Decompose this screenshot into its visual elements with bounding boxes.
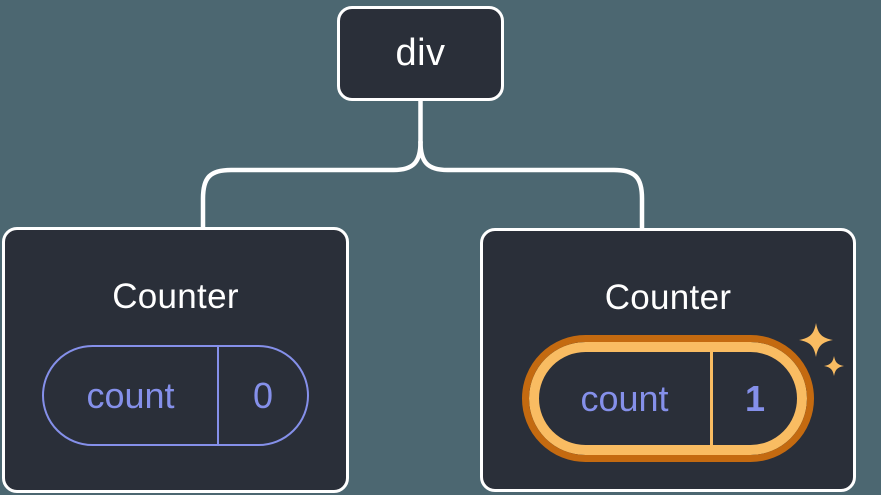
connector-branch-left [200, 139, 423, 231]
tree-node-counter-1: Counter count 0 [2, 227, 349, 493]
tree-node-counter-2: Counter count 1 [480, 228, 856, 492]
state-pill-highlight-ring: count 1 [529, 342, 807, 455]
state-pill-highlighted: count 1 [522, 335, 814, 462]
node-label: div [395, 32, 446, 74]
state-value: 0 [252, 374, 274, 416]
tree-node-div: div [337, 6, 504, 101]
state-pill-divider [710, 352, 713, 445]
component-title: Counter [604, 278, 732, 317]
state-name: count [86, 374, 175, 416]
state-pill: count 0 [42, 345, 309, 446]
state-value: 1 [744, 377, 766, 419]
state-name: count [580, 377, 669, 419]
component-title: Counter [112, 277, 239, 316]
connector-branch-right [418, 139, 645, 232]
state-pill-divider [217, 347, 219, 444]
